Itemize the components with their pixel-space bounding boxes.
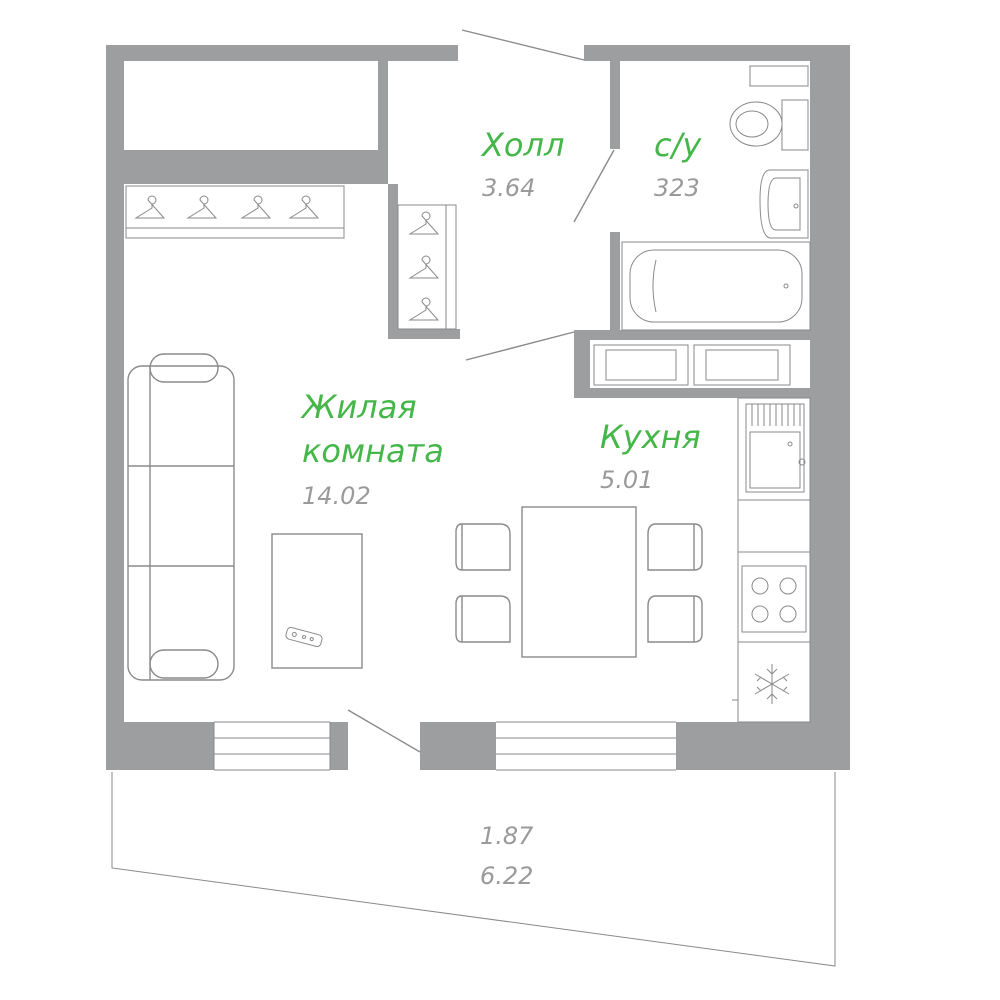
hall-wardrobe bbox=[397, 204, 457, 330]
chair bbox=[647, 595, 703, 643]
living-area: 14.02 bbox=[302, 482, 371, 510]
balcony bbox=[111, 772, 836, 967]
dining-set bbox=[455, 506, 703, 658]
hanger-icon bbox=[408, 297, 440, 321]
windows bbox=[213, 344, 791, 771]
toilet-icon bbox=[729, 65, 809, 151]
snowflake-icon bbox=[754, 664, 790, 704]
bathtub-icon bbox=[621, 241, 811, 331]
walls bbox=[106, 45, 850, 770]
hall-area: 3.64 bbox=[482, 174, 535, 202]
stove-icon bbox=[741, 565, 807, 633]
kitchen-area: 5.01 bbox=[600, 466, 653, 494]
chair bbox=[455, 595, 511, 643]
chair bbox=[647, 523, 703, 571]
remote-icon bbox=[285, 626, 323, 648]
sink-icon bbox=[759, 169, 809, 239]
hanger-icon bbox=[408, 211, 440, 235]
living-name-line2: комната bbox=[302, 432, 444, 470]
sofa bbox=[127, 353, 235, 681]
bathroom-area: 323 bbox=[654, 174, 700, 202]
kitchen-name: Кухня bbox=[600, 418, 701, 456]
balcony-area-line1: 1.87 bbox=[480, 822, 534, 850]
hanger-icon bbox=[288, 195, 320, 219]
doors bbox=[347, 29, 615, 753]
kitchen-counter bbox=[732, 397, 811, 723]
hanger-icon bbox=[186, 195, 218, 219]
hanger-icon bbox=[408, 255, 440, 279]
balcony-area-line2: 6.22 bbox=[480, 862, 533, 890]
living-name-line1: Жилая bbox=[300, 388, 417, 426]
hanger-icon bbox=[134, 195, 166, 219]
coffee-table bbox=[271, 533, 363, 669]
sink-icon bbox=[745, 403, 806, 493]
bathroom-fixtures bbox=[621, 65, 811, 331]
bathroom-name: с/у bbox=[654, 126, 702, 164]
hanger-icon bbox=[240, 195, 272, 219]
wardrobe bbox=[125, 185, 345, 239]
chair bbox=[455, 523, 511, 571]
hall-name: Холл bbox=[480, 126, 564, 164]
